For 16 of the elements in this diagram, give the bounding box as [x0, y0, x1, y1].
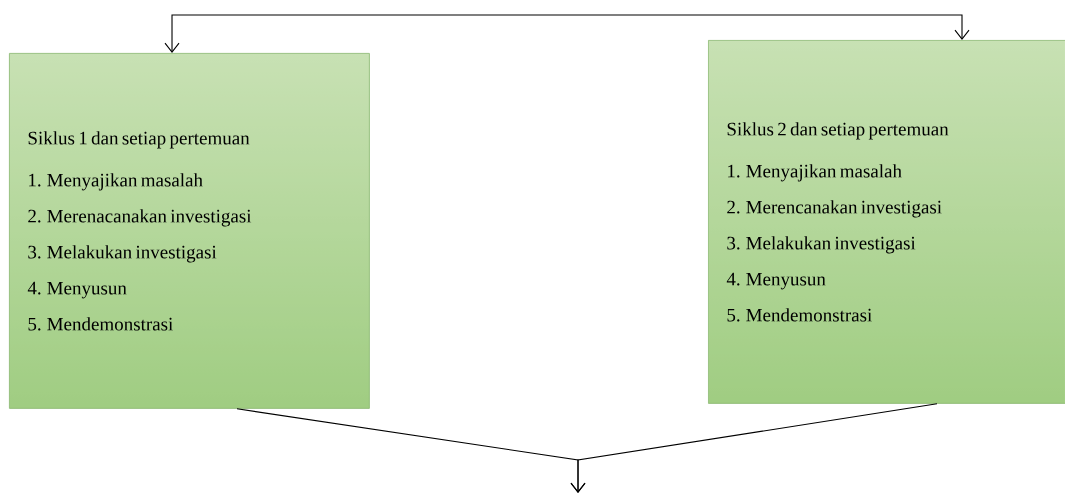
- list-item: 1. Menyajikan masalah: [728, 164, 902, 182]
- list-item: 2. Merenacanakan investigasi: [28, 209, 252, 227]
- arrow: [164, 14, 970, 53]
- arrow: [570, 403, 938, 493]
- box-heading: Siklus 1 dan setiap pertemuan: [28, 131, 250, 149]
- list-item: 5. Mendemonstrasi: [28, 317, 173, 331]
- step-box: [708, 40, 1065, 404]
- step-box: [9, 53, 370, 409]
- list-item: 4. Menyusun: [27, 281, 127, 299]
- list-item: 2. Merencanakan investigasi: [727, 200, 942, 218]
- list-item: 4. Menyusun: [726, 272, 826, 290]
- list-item: 1. Menyajikan masalah: [29, 173, 203, 191]
- list-item: 5. Mendemonstrasi: [727, 308, 872, 322]
- list-item: 3. Melakukan investigasi: [727, 236, 916, 254]
- list-item: 3. Melakukan investigasi: [28, 245, 217, 263]
- box-heading: Siklus 2 dan setiap pertemuan: [727, 122, 949, 140]
